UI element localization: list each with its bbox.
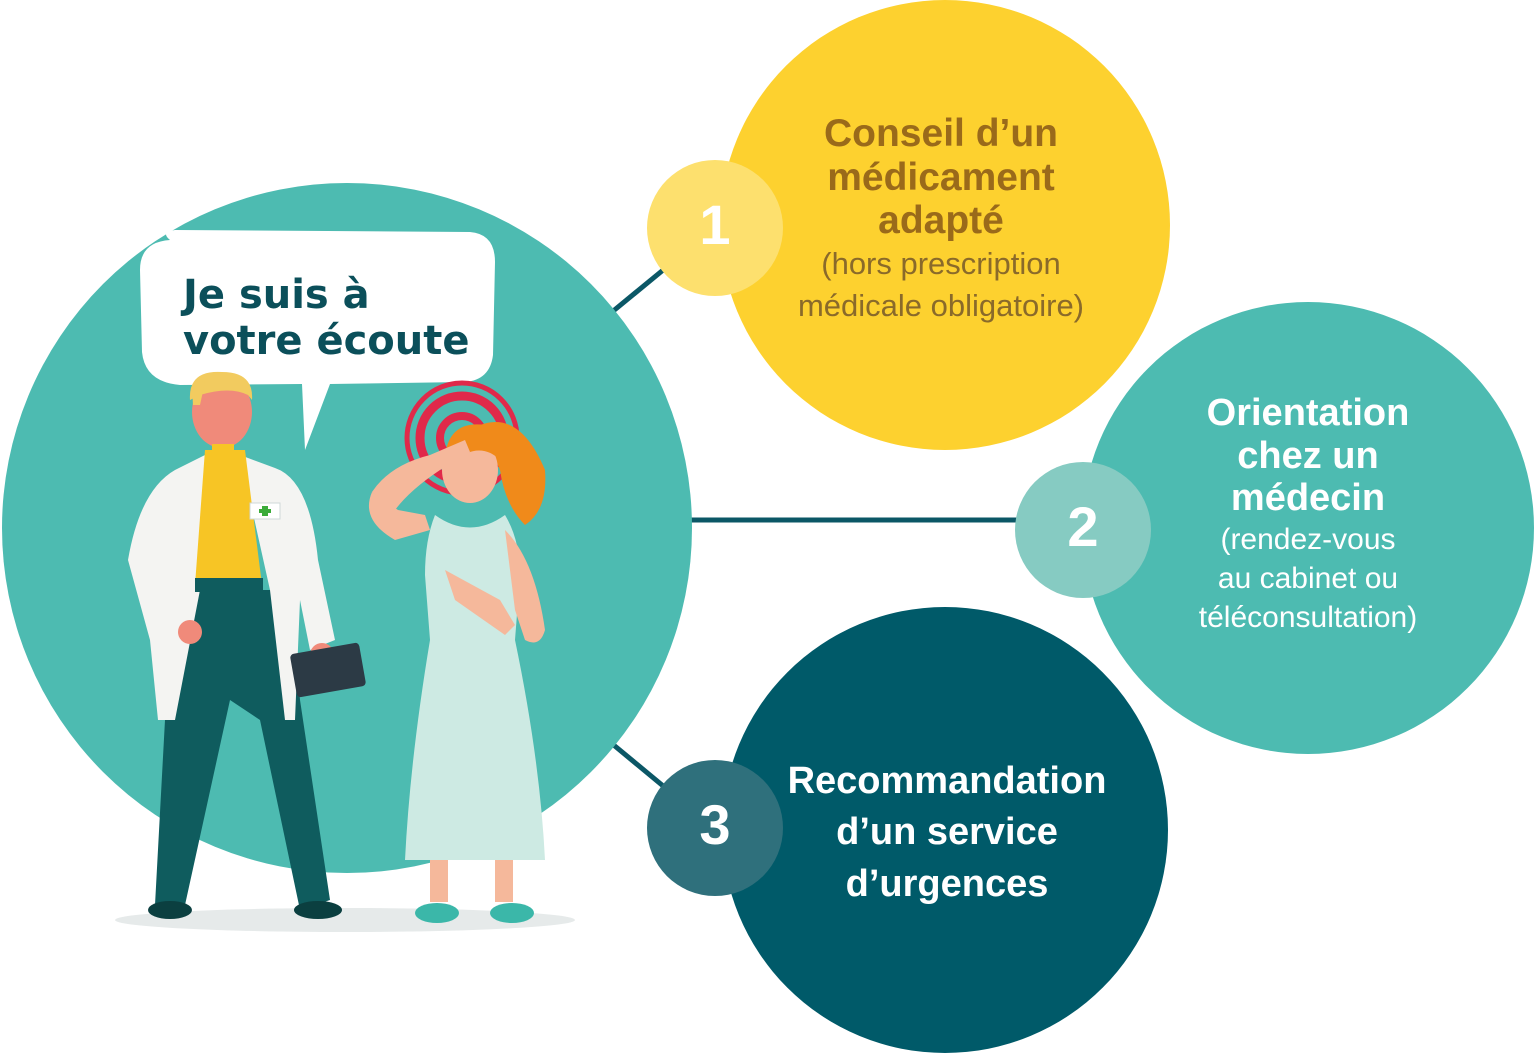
option-2-subtitle-line-2: au cabinet ou — [1217, 561, 1399, 595]
option-2-subtitle-line-3: téléconsultation) — [1198, 600, 1418, 634]
option-1-text: Conseil d’un médicament adapté (hors pre… — [760, 112, 1122, 327]
option-1-title-line-2: médicament — [827, 155, 1055, 199]
option-2-text: Orientation chez un médecin (rendez-vous… — [1140, 392, 1476, 637]
option-1-title-line-3: adapté — [878, 199, 1004, 243]
connector-line-1 — [610, 264, 670, 314]
option-1-subtitle-line-1: (hors prescription — [821, 246, 1061, 282]
option-2-badge — [1015, 462, 1151, 598]
option-1-title-line-1: Conseil d’un — [824, 112, 1058, 155]
option-1-badge — [647, 160, 783, 296]
option-1-circle — [720, 0, 1170, 450]
option-3-title-line-2: d’un service — [836, 811, 1058, 854]
option-2-title-line-3: médecin — [1230, 477, 1386, 520]
option-1-subtitle-line-2: médicale obligatoire) — [797, 287, 1085, 323]
option-1-number: 1 — [699, 193, 731, 256]
speech-bubble-line-1: Je suis à — [183, 272, 370, 318]
speech-bubble-line-2: votre écoute — [183, 318, 470, 364]
option-2-title-line-2: chez un — [1237, 434, 1379, 477]
option-3-number: 3 — [699, 793, 731, 856]
option-3-badge — [647, 760, 783, 896]
pharmacist-illustration — [128, 371, 366, 919]
option-3-circle — [722, 607, 1168, 1053]
option-2-title-line-1: Orientation — [1206, 392, 1410, 434]
option-2-number: 2 — [1067, 495, 1099, 558]
speech-bubble-text: Je suis à votre écoute — [183, 272, 483, 364]
option-2-subtitle-line-1: (rendez-vous — [1220, 522, 1396, 556]
connector-line-3 — [608, 740, 670, 792]
patient-illustration — [368, 380, 546, 923]
speech-bubble-shape — [140, 230, 495, 450]
option-3-text: Recommandation d’un service d’urgences — [765, 756, 1129, 910]
option-3-title-line-1: Recommandation — [787, 760, 1107, 802]
option-2-circle — [1082, 302, 1534, 754]
floor-shadow — [115, 908, 575, 932]
option-3-title-line-3: d’urgences — [845, 862, 1049, 905]
